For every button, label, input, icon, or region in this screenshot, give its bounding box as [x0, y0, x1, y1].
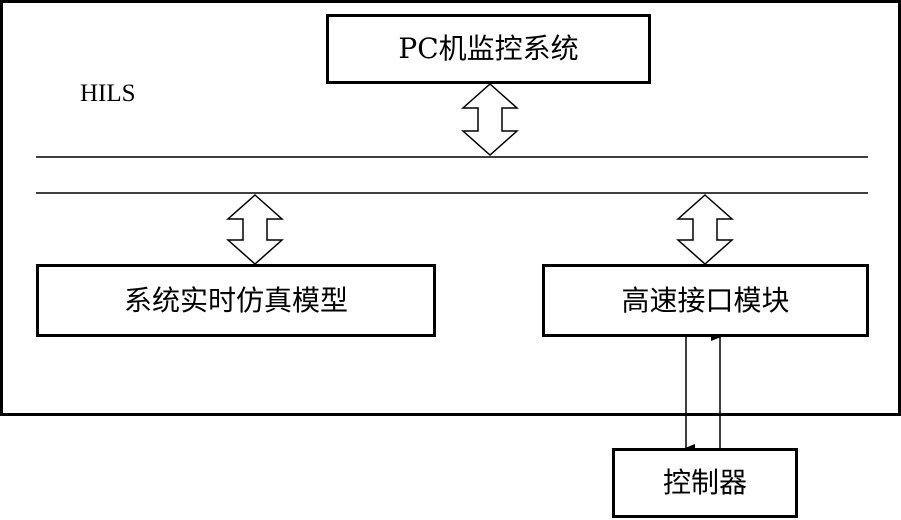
hils-label: HILS [80, 80, 136, 107]
controller-box: 控制器 [612, 448, 798, 518]
double-arrow-bus-model [226, 193, 284, 266]
double-arrow-pc-bus [461, 82, 519, 157]
pc-monitor-box: PC机监控系统 [326, 14, 651, 84]
realtime-model-box: 系统实时仿真模型 [36, 264, 436, 337]
hils-frame [0, 0, 901, 416]
pc-monitor-label: PC机监控系统 [398, 32, 579, 65]
realtime-model-label: 系统实时仿真模型 [123, 283, 348, 317]
interface-module-box: 高速接口模块 [542, 264, 869, 337]
controller-label: 控制器 [662, 466, 747, 499]
double-arrow-bus-interface [676, 193, 734, 266]
interface-module-label: 高速接口模块 [621, 283, 790, 317]
